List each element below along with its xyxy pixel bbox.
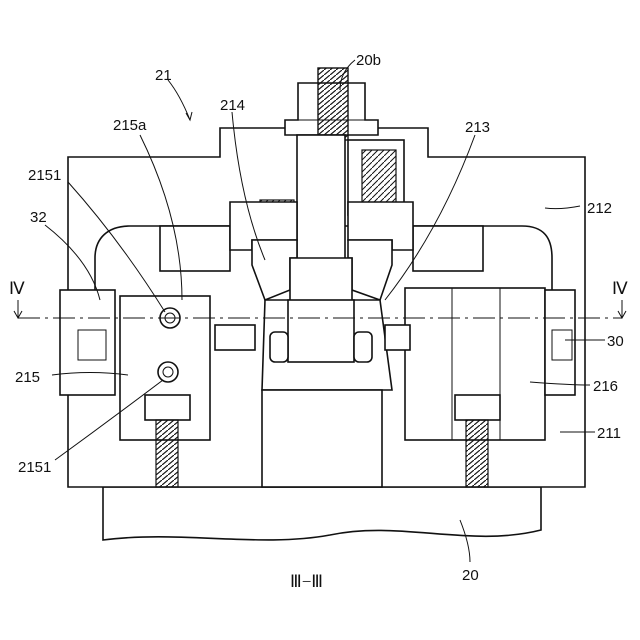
- label-215: 215: [15, 369, 40, 386]
- left-pin: [215, 325, 255, 350]
- section-label-right: Ⅳ: [612, 279, 628, 298]
- central-insert: [288, 300, 354, 362]
- label-211: 211: [597, 425, 621, 442]
- screw-216: [466, 420, 488, 487]
- screw-215: [156, 420, 178, 487]
- spring: [362, 150, 396, 210]
- right-pin: [385, 325, 410, 350]
- end-member-right: [545, 290, 575, 395]
- section-arrow-left: [14, 300, 22, 318]
- label-212: 212: [587, 200, 612, 217]
- label-30: 30: [607, 333, 624, 350]
- bolt-2151-lower: [158, 362, 178, 382]
- upper-guide-right: [413, 226, 483, 271]
- upper-guide-left: [160, 226, 230, 271]
- end-member-left: [60, 290, 115, 395]
- section-arrow-right: [618, 300, 626, 318]
- label-213: 213: [465, 119, 490, 136]
- block-216-pad: [455, 395, 500, 420]
- label-20b: 20b: [356, 52, 381, 69]
- label-21: 21: [155, 67, 172, 84]
- seal-right: [354, 332, 372, 362]
- label-214: 214: [220, 97, 245, 114]
- label-2151-top: 2151: [28, 167, 61, 184]
- figure-caption: Ⅲ−Ⅲ: [290, 572, 323, 591]
- label-2151-bottom: 2151: [18, 459, 51, 476]
- label-32: 32: [30, 209, 47, 226]
- central-shaft: [297, 135, 345, 260]
- seal-left: [270, 332, 288, 362]
- label-216: 216: [593, 378, 618, 395]
- block-215-pad: [145, 395, 190, 420]
- label-215a: 215a: [113, 117, 147, 134]
- bolt-thread-20b: [318, 68, 348, 140]
- section-label-left: Ⅳ: [9, 279, 25, 298]
- central-base: [262, 390, 382, 487]
- label-20: 20: [462, 567, 479, 584]
- base-plate-20: [103, 487, 541, 540]
